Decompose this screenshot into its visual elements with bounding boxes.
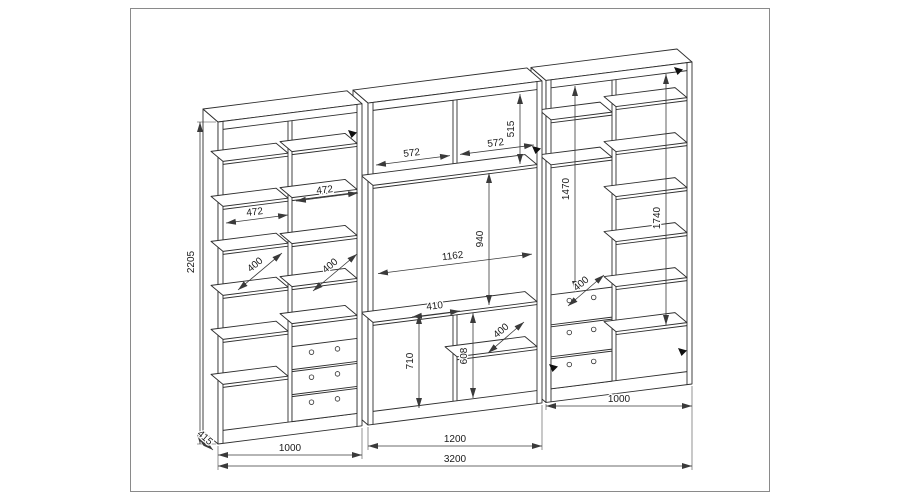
top-underside [550, 70, 688, 89]
drawer-knob [334, 346, 341, 352]
shelf-front-edge [615, 235, 688, 246]
shelf-front-edge [291, 145, 358, 156]
drawing-border [130, 8, 770, 492]
marker-arrow [348, 130, 357, 138]
dimension-line [225, 213, 289, 225]
dim-total-width: 3200 [444, 454, 467, 465]
shelf-front-edge [615, 145, 688, 156]
shelf-front-edge [291, 317, 358, 328]
dimension-lines [197, 74, 692, 469]
marker-arrow [674, 67, 683, 75]
dim-middle-top-height: 515 [506, 120, 517, 137]
shelf-front-edge [550, 114, 613, 124]
dimension-line [197, 436, 214, 451]
shelf-front-edge [222, 333, 289, 343]
drawer-front [550, 318, 613, 358]
shelf [210, 365, 289, 385]
dimension-line [237, 252, 283, 291]
shelf-front-edge [222, 378, 289, 388]
dim-right-col2-height: 1740 [652, 206, 663, 229]
marker-arrow [532, 146, 541, 154]
drawer-front [550, 350, 613, 390]
drawer-front [291, 337, 358, 371]
drawer-knob [308, 399, 315, 405]
shelf-front-edge [222, 155, 289, 165]
dim-middle-shelf-width: 410 [426, 300, 444, 313]
dimension-line [312, 253, 358, 292]
drawer-front [291, 387, 358, 423]
shelf-front-edge [550, 159, 613, 169]
drawer-knob [591, 358, 597, 365]
left-cabinet [202, 90, 363, 445]
shelf-front-edge [222, 245, 289, 255]
dim-right-cabinet-width: 1000 [608, 394, 631, 405]
drawer-knob [308, 349, 315, 355]
dim-middle-lower-right-height: 608 [459, 347, 470, 364]
shelf-front-edge [222, 289, 289, 299]
right-cabinet [530, 48, 693, 403]
shelf [210, 142, 289, 162]
dim-middle-opening-width: 1162 [441, 250, 464, 264]
dim-middle-top-right-width: 572 [487, 137, 505, 150]
dim-left-cabinet-width: 1000 [279, 443, 302, 454]
drawer-knob [334, 396, 341, 402]
dim-middle-cabinet-width: 1200 [444, 434, 467, 445]
drawer-knob [334, 371, 341, 377]
drawer-knob [566, 329, 572, 336]
top-underside [372, 89, 538, 111]
marker-arrow [549, 364, 558, 372]
drawer-knob [566, 361, 572, 368]
shelf-front-edge [291, 237, 358, 248]
dim-left-col1-width: 472 [246, 206, 264, 219]
shelf [279, 132, 358, 153]
drawer-knob [591, 294, 597, 301]
shelf-front-edge [615, 325, 688, 336]
top-underside [222, 111, 358, 130]
shelf [210, 320, 289, 340]
drawer-knob [308, 374, 315, 380]
shelf [279, 224, 358, 245]
dimension-line [487, 321, 525, 354]
dimension-line [295, 191, 359, 203]
shelf-front-edge [615, 190, 688, 201]
side-panel [202, 108, 219, 445]
dim-left-col2-width: 472 [316, 184, 334, 197]
shelf [210, 187, 289, 207]
drawer-front [291, 362, 358, 396]
drawer-knob [591, 326, 597, 333]
shelf-front-edge [372, 167, 538, 189]
shelf-front-edge [615, 100, 688, 111]
dim-middle-lower-left-height: 710 [405, 352, 416, 369]
shelf [360, 291, 538, 323]
marker-arrow [678, 348, 687, 356]
wardrobe-linework [197, 48, 693, 470]
drawer-knob [566, 297, 572, 304]
dim-middle-top-left-width: 572 [403, 147, 421, 160]
dim-right-upper-height: 1470 [561, 177, 572, 200]
dim-overall-height: 2205 [186, 250, 197, 273]
dimension-line [375, 153, 451, 167]
shelf [279, 304, 358, 325]
dimension-line [567, 274, 605, 307]
shelf [210, 232, 289, 252]
dimension-line [377, 252, 533, 276]
bottom-board [372, 390, 538, 412]
dim-middle-opening-height: 940 [475, 230, 486, 247]
assembly-markers [348, 67, 687, 372]
shelf-front-edge [222, 200, 289, 210]
shelf-front-edge [615, 280, 688, 291]
